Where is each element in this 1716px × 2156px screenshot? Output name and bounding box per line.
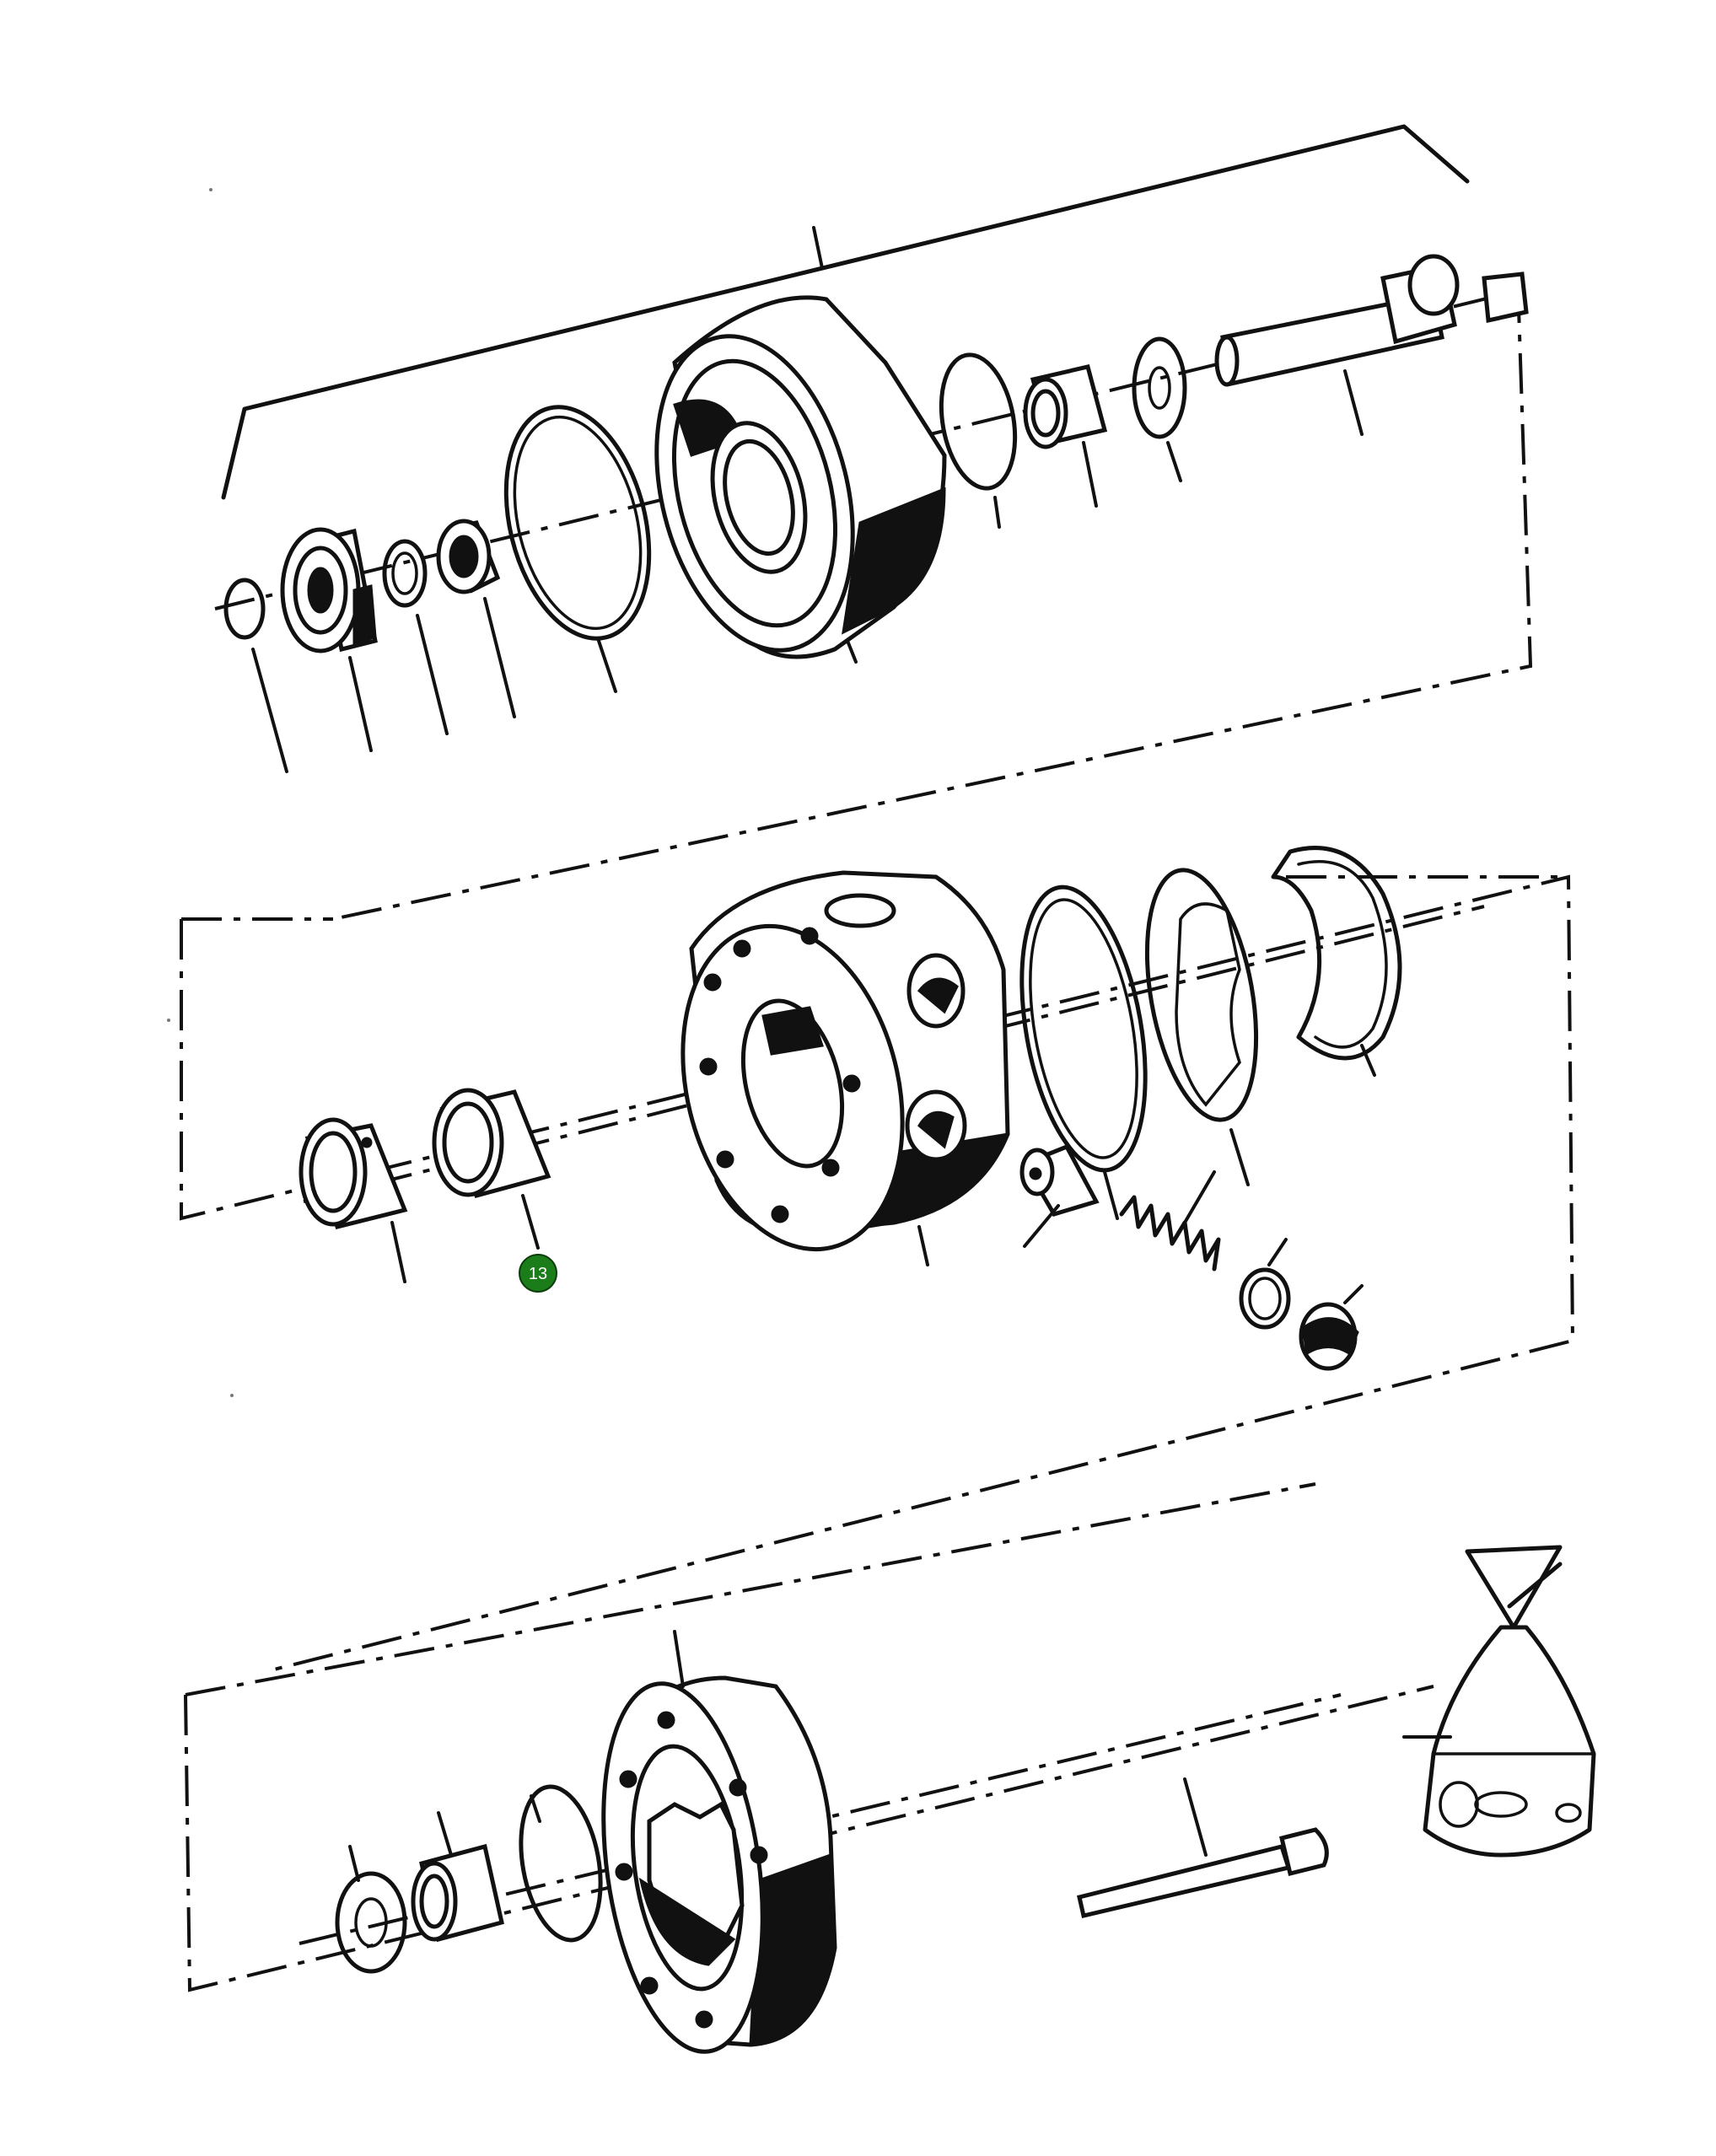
relief-spool xyxy=(1019,1143,1100,1248)
callout-number: 13 xyxy=(529,1265,547,1283)
top-group-frame xyxy=(332,282,1533,921)
relief-plug xyxy=(1299,1284,1364,1371)
bushing-middle xyxy=(432,1088,551,1250)
thrust-washer-bottom xyxy=(335,1845,407,1974)
speck xyxy=(230,1394,234,1397)
circlip xyxy=(223,578,288,773)
middle-axis-line xyxy=(303,905,1485,1203)
large-o-ring xyxy=(503,405,652,693)
relief-washer xyxy=(1239,1238,1291,1330)
ball-bearing xyxy=(280,527,378,752)
small-o-ring xyxy=(939,352,1018,529)
callout-badge-13[interactable]: 13 xyxy=(519,1254,557,1293)
number-badge-icon xyxy=(519,1254,557,1293)
bottom-frame-top xyxy=(185,1482,1316,1696)
o-ring-middle xyxy=(1019,884,1148,1220)
bushing-left xyxy=(299,1117,408,1283)
kidney-gasket xyxy=(1271,846,1402,1077)
middle-group: 13 xyxy=(180,846,1575,1671)
bottom-group xyxy=(184,1482,1596,2054)
relief-spring xyxy=(1119,1170,1221,1272)
speck xyxy=(209,188,212,191)
top-group xyxy=(214,124,1533,921)
pump-housing xyxy=(654,295,947,664)
o-ring-bottom xyxy=(519,1784,603,1943)
end-cover xyxy=(601,1630,837,2054)
long-bolt xyxy=(1077,1777,1329,1919)
seal xyxy=(436,519,516,718)
seal-kit-bag xyxy=(1402,1545,1596,1858)
speck xyxy=(167,1019,170,1022)
top-group-bracket xyxy=(221,124,1470,500)
middle-group-frame xyxy=(180,874,1575,1671)
needle-bearing-bottom xyxy=(411,1811,504,1943)
drive-shaft xyxy=(1214,254,1529,436)
top-group-leader xyxy=(812,226,824,270)
needle-bearing-top xyxy=(1023,364,1108,508)
small-ring xyxy=(382,539,449,735)
bottom-group-frame xyxy=(184,1685,1434,1992)
thrust-washer-top xyxy=(1132,336,1187,482)
gasket-plate xyxy=(1144,868,1259,1186)
valve-body xyxy=(680,870,1010,1266)
